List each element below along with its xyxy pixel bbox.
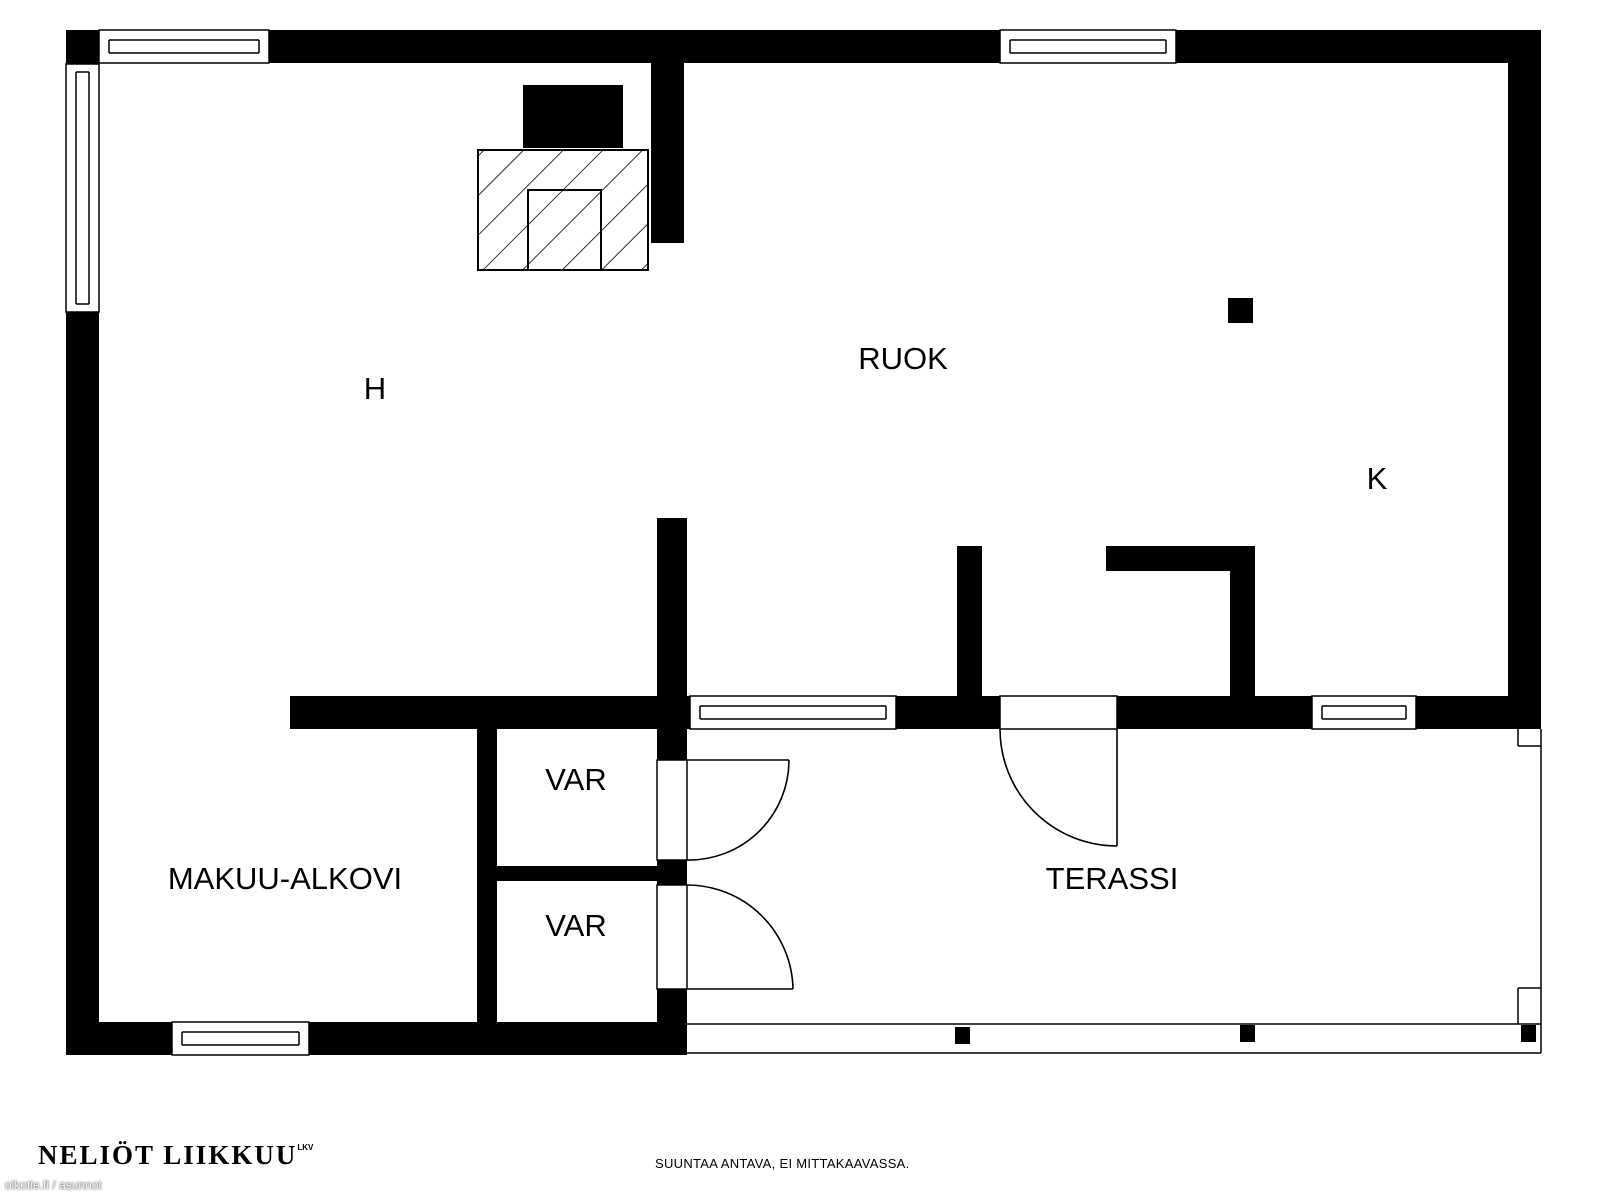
terrace-post [1240,1025,1255,1042]
source-watermark: oikotie.fi / asunnot [5,1178,102,1192]
window-bottom-alcove [171,1021,310,1056]
room-label-dining: RUOK [858,341,948,376]
terrace-post [955,1027,970,1044]
brand-name: NELIÖT LIIKKUU [38,1140,298,1170]
window-left [65,63,100,313]
room-label-bedroom-alcove: MAKUU-ALKOVI [168,861,402,896]
fireplace [477,85,649,271]
door-opening-terrace [999,695,1118,730]
door-var-upper [686,759,790,861]
room-label-kitchen: K [1367,461,1388,496]
brand-logo: NELIÖT LIIKKUULKV [38,1140,313,1171]
window-top-left [98,29,270,64]
fireplace-chimney [523,85,623,148]
counter-opening [982,546,1106,571]
windows [65,29,1417,1056]
brand-suffix: LKV [297,1143,314,1152]
door-var-lower [686,884,794,990]
window-lower-kitchen [1311,695,1417,730]
door-opening-var-upper [656,759,688,861]
doors [656,695,1118,990]
room-label-terrace: TERASSI [1046,861,1179,896]
fireplace-inner [527,189,602,271]
terrace-post [1521,1025,1536,1042]
terrace-posts [955,1025,1536,1044]
room-label-storage-upper: VAR [545,762,606,797]
disclaimer-text: SUUNTAA ANTAVA, EI MITTAKAAVASSA. [655,1156,910,1171]
column [1228,298,1253,323]
window-lower-living [689,695,897,730]
exterior-walls [66,30,1541,1055]
fireplace-hearth [477,149,649,271]
window-top-right [999,29,1177,64]
door-terrace [999,728,1118,847]
room-label-living: H [364,371,386,406]
door-opening-var-lower [656,884,688,990]
room-label-storage-lower: VAR [545,908,606,943]
terrace-outline [687,729,1542,1054]
